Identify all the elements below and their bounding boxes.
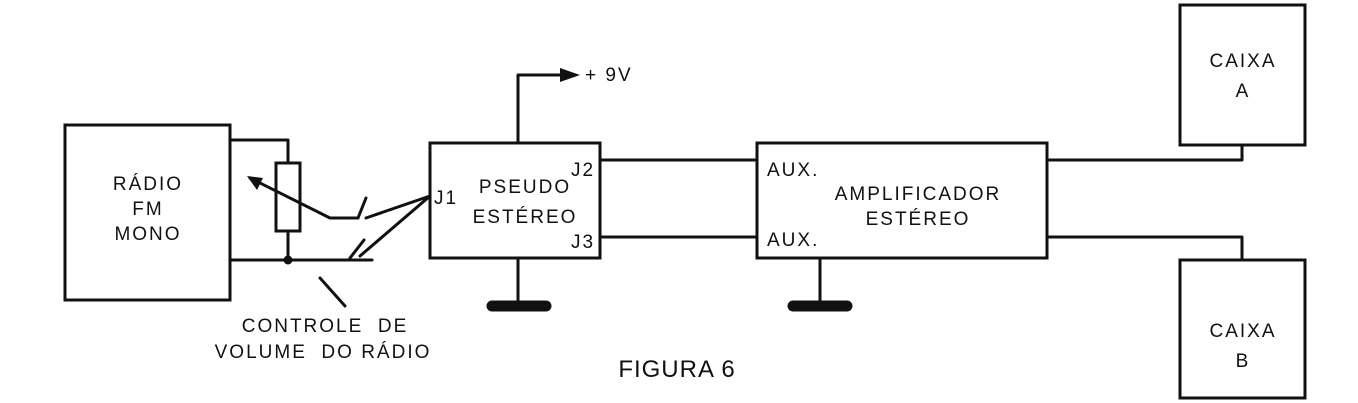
caixa-b-label-line2: B — [1236, 351, 1251, 372]
volume-control-label-line1: CONTROLE DE — [242, 316, 409, 337]
radio-label-line1: RÁDIO — [113, 174, 183, 195]
junction-dot — [283, 255, 293, 265]
pseudo-stereo-block: PSEUDO ESTÉREO J1 J2 J3 — [428, 141, 602, 260]
caixa-b-label-line1: CAIXA — [1209, 321, 1276, 342]
wire-to-caixa-b — [1045, 235, 1244, 262]
pot-top-wire — [228, 138, 290, 165]
wire-to-caixa-a — [1045, 143, 1244, 162]
aux-top-label: AUX. — [767, 160, 819, 181]
j3-label: J3 — [571, 232, 595, 253]
caixa-a-block: CAIXA A — [1178, 3, 1307, 147]
amplifier-label-line2: ESTÉREO — [866, 209, 971, 230]
switch-contact-top — [356, 196, 368, 220]
caixa-a-box — [1178, 3, 1307, 147]
volume-pointer-line — [318, 276, 347, 308]
caixa-a-label-line1: CAIXA — [1209, 51, 1276, 72]
supply-arrowhead — [560, 68, 580, 82]
supply-label: + 9V — [585, 65, 633, 86]
amplifier-label-line1: AMPLIFICADOR — [835, 184, 1002, 205]
figure-caption: FIGURA 6 — [618, 356, 735, 383]
radio-label-line3: MONO — [114, 224, 181, 245]
supply-wire — [516, 73, 564, 145]
caixa-b-box — [1178, 258, 1307, 400]
volume-potentiometer — [228, 138, 374, 265]
radio-box — [63, 123, 232, 302]
switch-contact-bottom — [348, 238, 366, 260]
amplifier-block: AUX. AUX. AMPLIFICADOR ESTÉREO — [755, 141, 1049, 260]
amplifier-box — [755, 141, 1049, 260]
wiper-arrowhead — [247, 176, 263, 190]
radio-block: RÁDIO FM MONO — [63, 123, 232, 302]
pseudo-stereo-box — [428, 141, 602, 260]
caixa-a-label-line2: A — [1236, 81, 1251, 102]
plug-wire-top — [364, 194, 432, 220]
pot-wiper — [248, 176, 360, 220]
supply-9v: + 9V — [516, 65, 633, 145]
pseudo-label-line1: PSEUDO — [479, 177, 571, 198]
caixa-b-block: CAIXA B — [1178, 258, 1307, 400]
radio-label-line2: FM — [132, 199, 163, 220]
pseudo-label-line2: ESTÉREO — [473, 207, 578, 228]
aux-bottom-label: AUX. — [767, 230, 819, 251]
plug-wire-bottom — [358, 194, 432, 258]
j1-label: J1 — [434, 188, 458, 209]
volume-control-label-line2: VOLUME DO RÁDIO — [215, 342, 432, 363]
j2-label: J2 — [571, 160, 595, 181]
